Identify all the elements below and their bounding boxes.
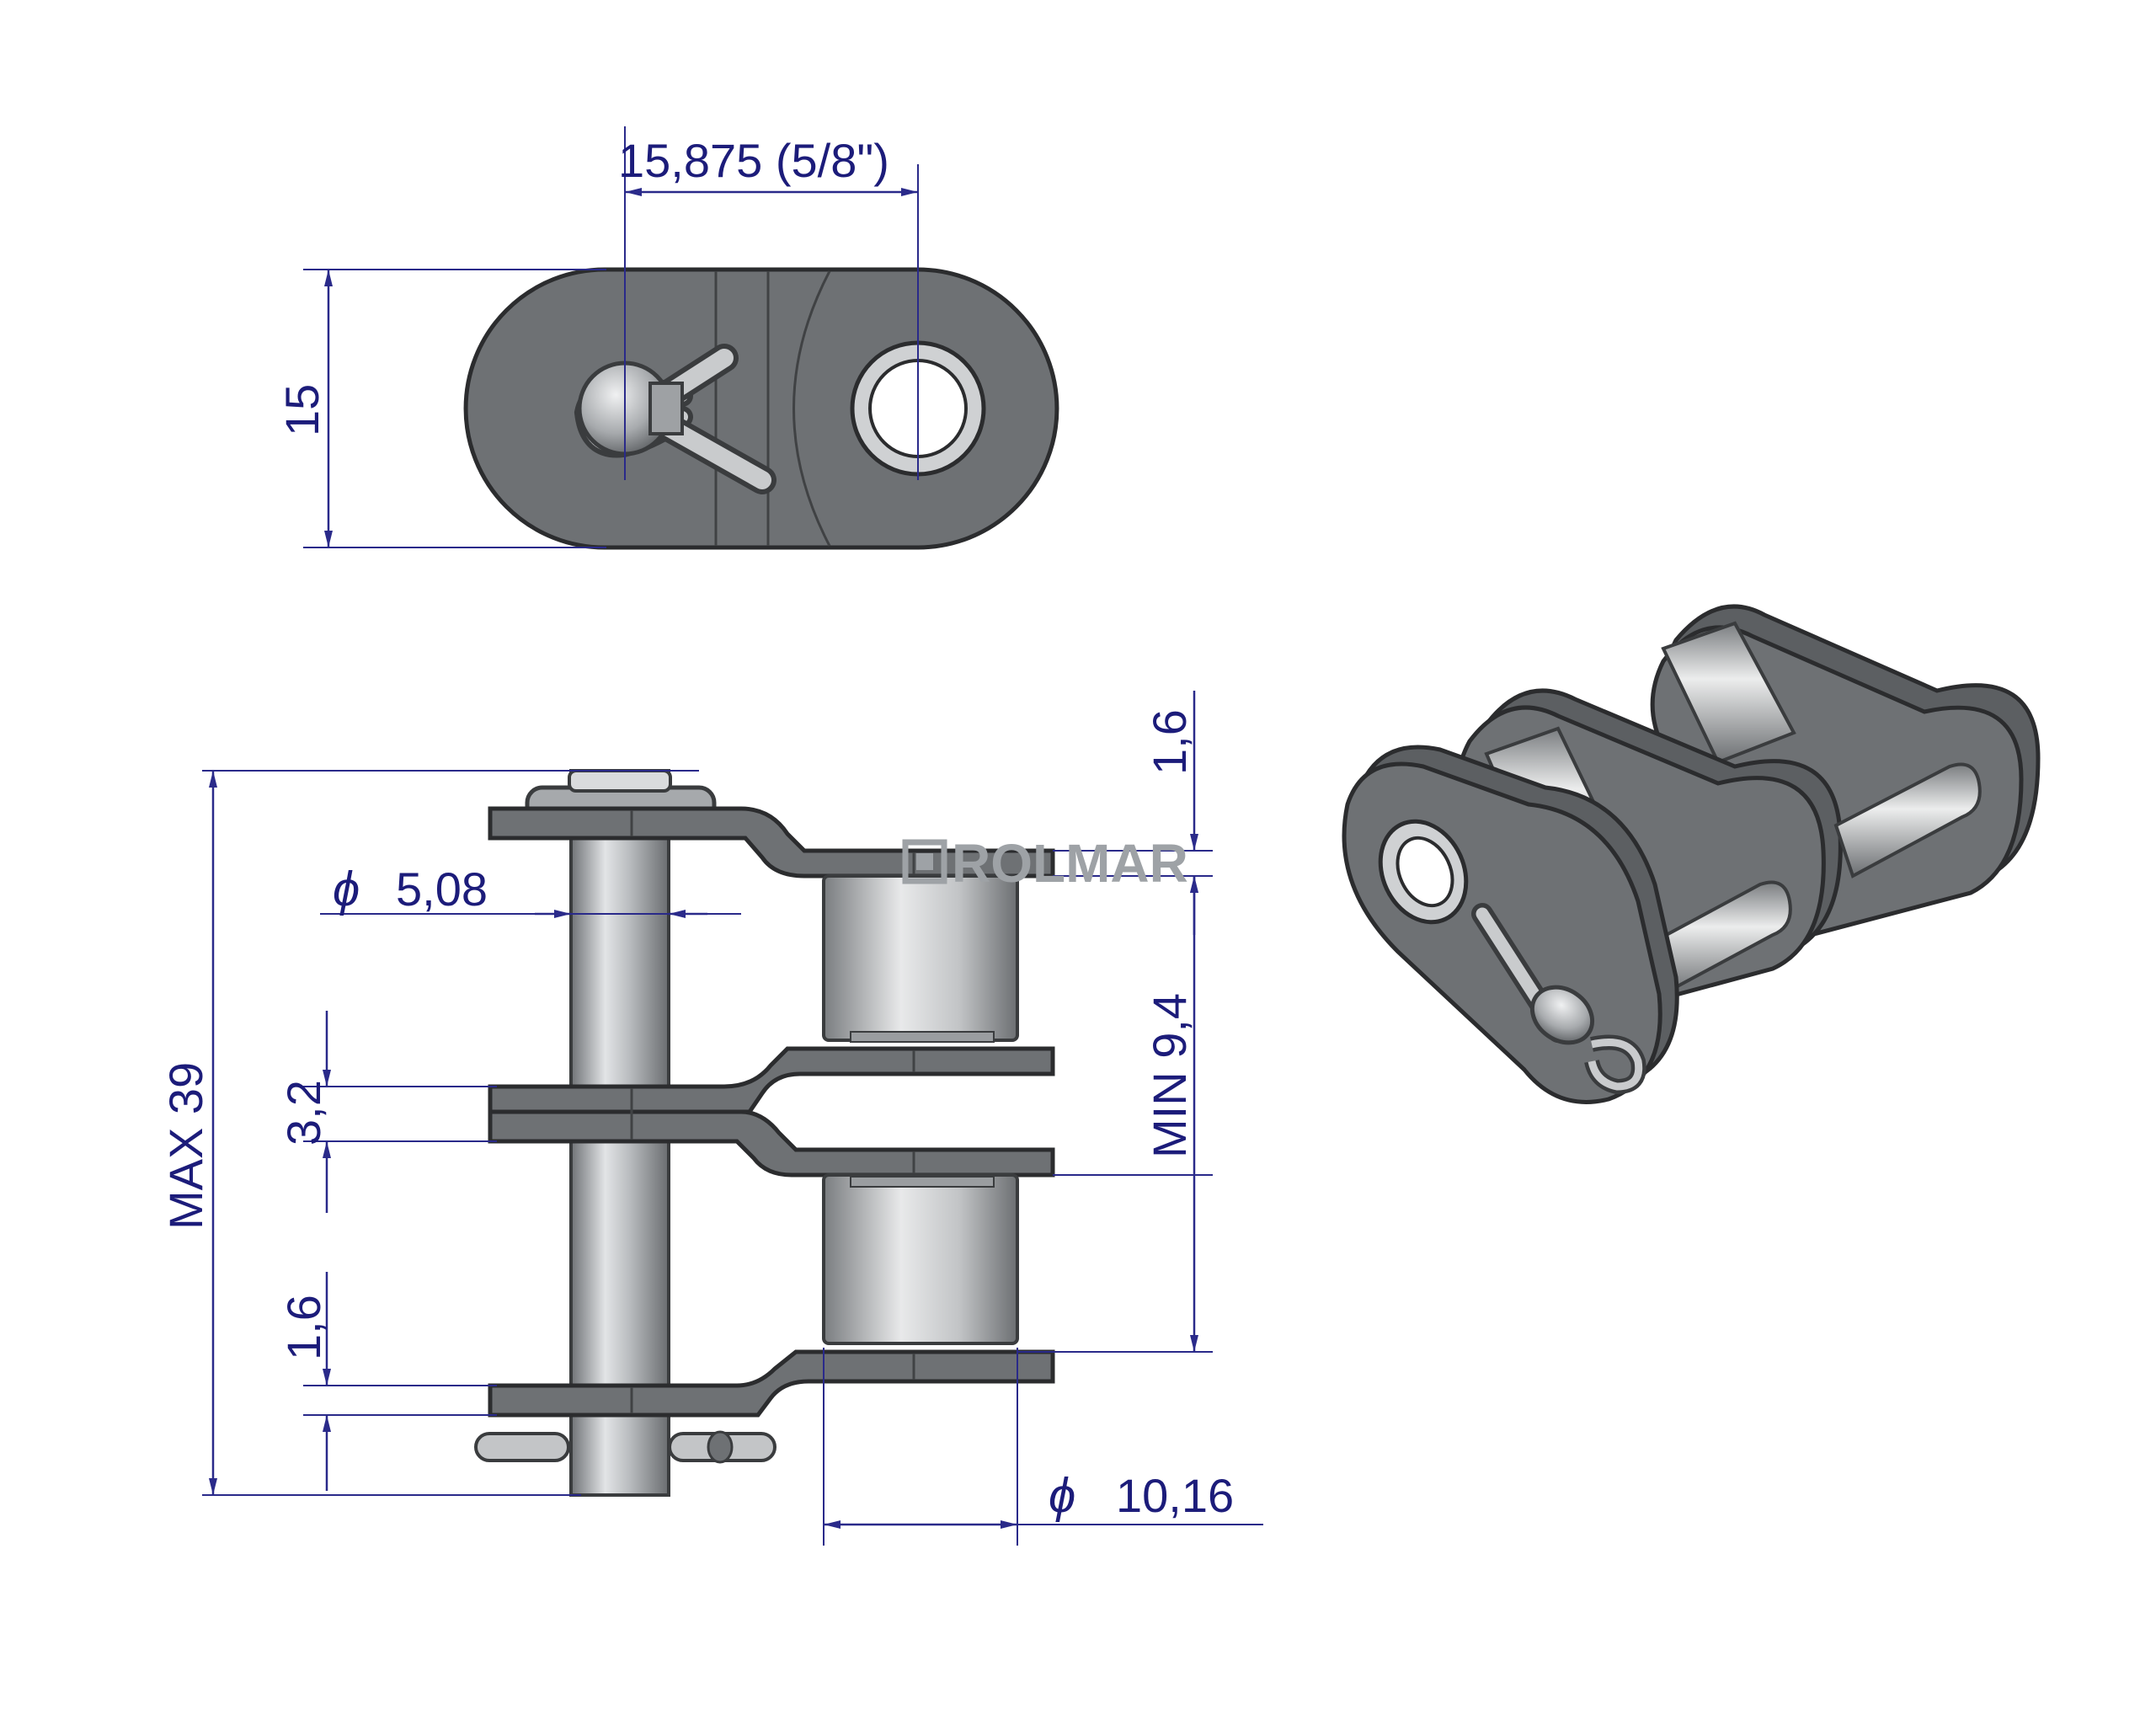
- top-view-seam: [792, 270, 831, 547]
- pin-diameter-label: 5,08: [396, 862, 488, 916]
- side-view: ϕ 5,08 MAX 39 3,2 1,6 1,6 MIN 9,4: [159, 691, 1263, 1546]
- side-view-cotter-pin: [474, 1430, 776, 1464]
- plate-thickness-bottom-label: 1,6: [277, 1295, 330, 1360]
- iso-cotter-pin: [1471, 903, 1646, 1095]
- side-view-roller-lower: [822, 1173, 1019, 1345]
- inner-width-label: MIN 9,4: [1143, 993, 1196, 1158]
- iso-pin-upper: [1833, 762, 1982, 879]
- plate-height-label: 15: [275, 384, 328, 436]
- max-width-label: MAX 39: [159, 1062, 212, 1230]
- top-view: 15,875 (5/8") 15: [275, 126, 1059, 550]
- watermark-text: ROLMAR: [952, 833, 1188, 894]
- isometric-view: [1342, 604, 2041, 1104]
- iso-front-plate-hole: [1396, 836, 1454, 908]
- top-view-pin-sleeve: [648, 382, 684, 435]
- iso-pin-lower: [1648, 880, 1792, 996]
- iso-back-roller: [1661, 621, 1796, 765]
- roller-diameter-label: 10,16: [1116, 1469, 1234, 1522]
- top-view-plate: [463, 267, 1059, 550]
- pitch-dimension-label: 15,875 (5/8"): [618, 134, 889, 187]
- side-view-roller-upper: [822, 874, 1019, 1042]
- plate-thickness-top-label: 1,6: [1143, 709, 1196, 775]
- watermark: ROLMAR: [902, 833, 1188, 894]
- pin-diameter-symbol: ϕ: [333, 862, 360, 916]
- roller-diameter-symbol: ϕ: [1049, 1468, 1075, 1523]
- inner-plate-label: 3,2: [277, 1080, 330, 1146]
